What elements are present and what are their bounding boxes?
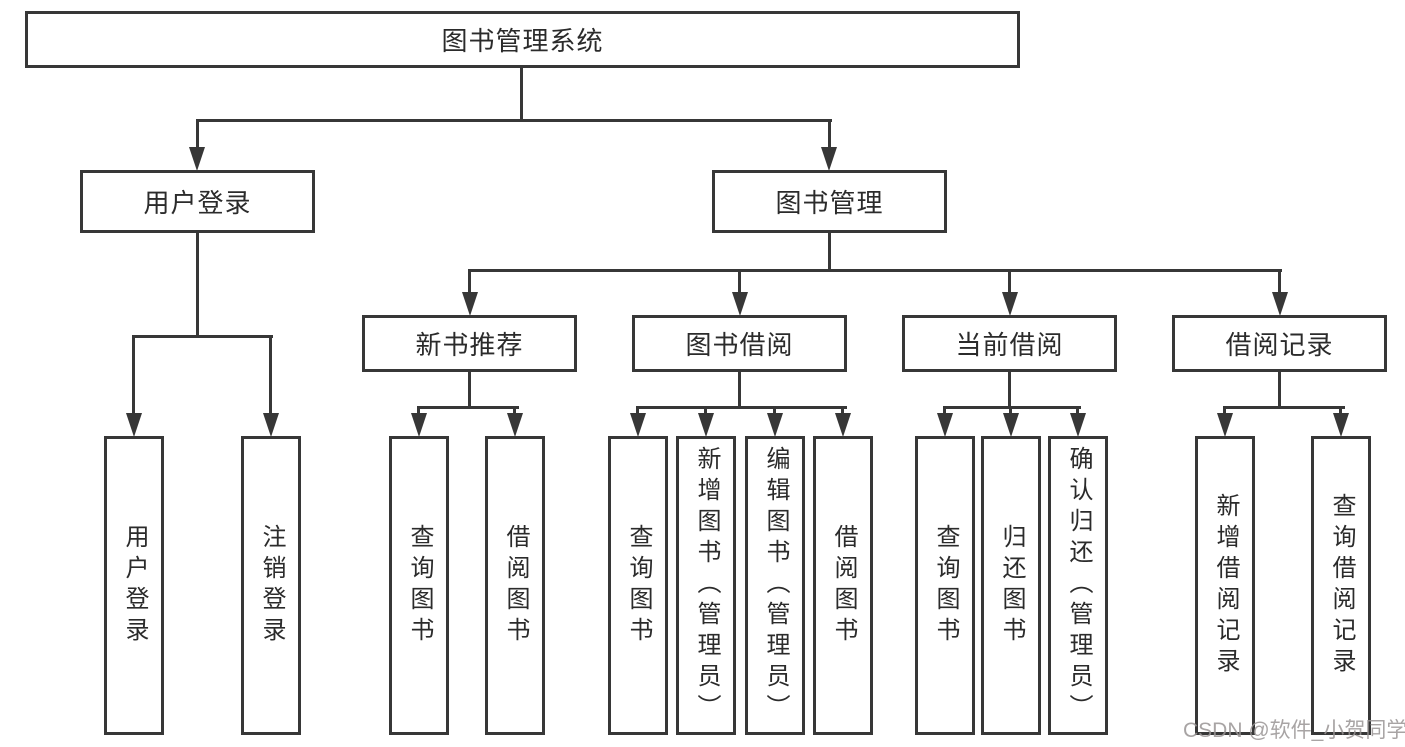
node-label: 新增借阅记录 [1212, 492, 1239, 679]
node-current-borrowing: 当前借阅 [902, 315, 1117, 372]
connector-drop-book-management [828, 119, 831, 149]
connector-records-hline [1223, 406, 1345, 409]
leaf-user-login: 用户登录 [104, 436, 164, 735]
arrow-down-icon [507, 413, 523, 437]
arrow-down-icon [937, 413, 953, 437]
node-book-management: 图书管理 [712, 170, 947, 233]
node-label: 查询图书 [625, 523, 652, 648]
connector-drop [1339, 406, 1342, 416]
arrow-down-icon [821, 147, 837, 171]
node-label: 新增图书（管理员） [693, 446, 720, 725]
connector-book-management-stem [828, 233, 831, 272]
connector-current-hline [943, 406, 1081, 409]
arrow-down-icon [1272, 292, 1288, 316]
connector-user-login-hline [132, 335, 273, 338]
connector-new-books-hline [417, 406, 519, 409]
connector-borrowing-hline [636, 406, 847, 409]
arrow-down-icon [1003, 413, 1019, 437]
connector-new-books-stem [468, 372, 471, 408]
connector-drop [1223, 406, 1226, 416]
connector-drop [513, 406, 516, 416]
arrow-down-icon [189, 147, 205, 171]
leaf-confirm-return-admin: 确认归还（管理员） [1048, 436, 1108, 735]
connector-drop [417, 406, 420, 416]
connector-drop [1076, 406, 1079, 416]
connector-borrowing-stem [738, 372, 741, 408]
arrow-down-icon [1333, 413, 1349, 437]
node-label: 图书管理 [775, 188, 884, 218]
connector-drop [943, 406, 946, 416]
arrow-down-icon [1070, 413, 1086, 437]
arrow-down-icon [1217, 413, 1233, 437]
node-label: 注销登录 [258, 523, 285, 648]
node-label: 图书借阅 [685, 330, 794, 360]
connector-root-hline [196, 119, 832, 122]
node-label: 用户登录 [121, 523, 148, 648]
arrow-down-icon [1002, 292, 1018, 316]
node-label: 用户登录 [143, 188, 252, 218]
node-label: 查询借阅记录 [1328, 492, 1355, 679]
node-label: 当前借阅 [955, 330, 1064, 360]
leaf-logout: 注销登录 [241, 436, 301, 735]
connector-current-stem [1008, 372, 1011, 408]
arrow-down-icon [630, 413, 646, 437]
connector-drop [704, 406, 707, 416]
connector-drop-login-leaf [132, 335, 135, 415]
node-label: 编辑图书（管理员） [762, 446, 789, 725]
leaf-borrow-books-recommend: 借阅图书 [485, 436, 545, 735]
leaf-add-books-admin: 新增图书（管理员） [676, 436, 736, 735]
leaf-borrow-books: 借阅图书 [813, 436, 873, 735]
node-book-borrowing: 图书借阅 [632, 315, 847, 372]
connector-drop-new-books [468, 269, 471, 296]
csdn-watermark: CSDN @软件_小贺同学 [1183, 719, 1405, 742]
connector-drop-logout-leaf [269, 335, 272, 415]
leaf-query-books-recommend: 查询图书 [389, 436, 449, 735]
connector-drop-borrowing [738, 269, 741, 296]
node-label: 借阅记录 [1225, 330, 1334, 360]
leaf-query-books-borrowing: 查询图书 [608, 436, 668, 735]
node-label: 查询图书 [932, 523, 959, 648]
connector-records-stem [1278, 372, 1281, 408]
leaf-query-borrow-record: 查询借阅记录 [1311, 436, 1371, 735]
arrow-down-icon [462, 292, 478, 316]
connector-drop [773, 406, 776, 416]
leaf-add-borrow-record: 新增借阅记录 [1195, 436, 1255, 735]
node-borrowing-records: 借阅记录 [1172, 315, 1387, 372]
node-library-management-system: 图书管理系统 [25, 11, 1020, 68]
node-label: 确认归还（管理员） [1065, 446, 1092, 725]
connector-user-login-stem [196, 233, 199, 337]
arrow-down-icon [263, 413, 279, 437]
arrow-down-icon [732, 292, 748, 316]
arrow-down-icon [126, 413, 142, 437]
leaf-query-books-current: 查询图书 [915, 436, 975, 735]
arrow-down-icon [835, 413, 851, 437]
node-label: 借阅图书 [502, 523, 529, 648]
leaf-return-books: 归还图书 [981, 436, 1041, 735]
connector-drop [636, 406, 639, 416]
connector-book-management-hline [468, 269, 1282, 272]
connector-drop-user-login [196, 119, 199, 149]
node-user-login: 用户登录 [80, 170, 315, 233]
connector-drop-records [1278, 269, 1281, 296]
leaf-edit-books-admin: 编辑图书（管理员） [745, 436, 805, 735]
node-new-book-recommendation: 新书推荐 [362, 315, 577, 372]
connector-drop [1009, 406, 1012, 416]
arrow-down-icon [767, 413, 783, 437]
connector-root-stem [520, 68, 523, 120]
node-label: 新书推荐 [415, 330, 524, 360]
node-label: 图书管理系统 [441, 26, 604, 56]
node-label: 查询图书 [406, 523, 433, 648]
arrow-down-icon [411, 413, 427, 437]
node-label: 归还图书 [998, 523, 1025, 648]
arrow-down-icon [698, 413, 714, 437]
connector-drop-current [1008, 269, 1011, 296]
node-label: 借阅图书 [830, 523, 857, 648]
connector-drop [841, 406, 844, 416]
